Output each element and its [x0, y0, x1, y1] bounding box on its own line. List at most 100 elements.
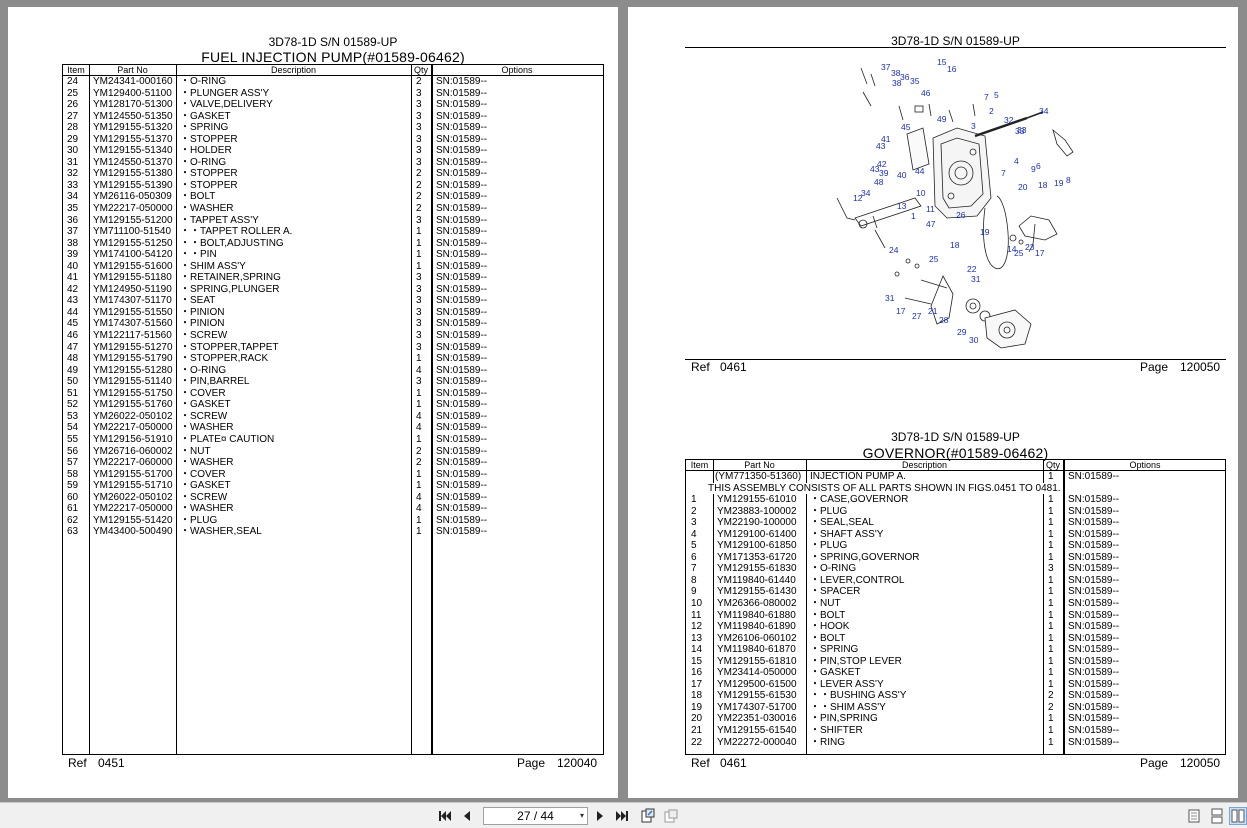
cell-part-no: YM119840-61440 [717, 574, 796, 586]
cell-description: ・LEVER,CONTROL [810, 574, 905, 586]
cell-qty: 2 [416, 76, 422, 87]
cell-description: ・WASHER,SEAL [180, 526, 262, 538]
cell-options: SN:01589-- [436, 387, 488, 399]
cell-qty: 4 [416, 503, 422, 515]
cell-options: SN:01589-- [436, 341, 488, 353]
page-label: Page [517, 756, 546, 770]
cell-options: SN:01589-- [1068, 621, 1120, 633]
cell-item: 10 [691, 598, 703, 610]
dropdown-caret-icon[interactable]: ▾ [579, 811, 584, 820]
callout-number: 46 [921, 88, 931, 98]
fit-width-icon[interactable] [662, 807, 680, 825]
cell-item: 60 [67, 491, 79, 503]
cell-description: ・PLUG [180, 514, 218, 526]
cell-part-no: YM43400-500490 [93, 526, 173, 538]
cell-part-no: YM129155-51710 [93, 480, 173, 492]
cell-item: 27 [67, 110, 79, 122]
page-indicator: 27 / 44 [517, 809, 554, 823]
cell-qty: 1 [416, 433, 422, 445]
cell-options: SN:01589-- [436, 468, 488, 480]
cell-options: SN:01589-- [1068, 667, 1120, 679]
cell-item: 44 [67, 306, 79, 318]
cell-qty: 3 [416, 156, 422, 168]
cell-qty: 1 [416, 237, 422, 249]
cell-item: 8 [691, 574, 697, 586]
cell-options: SN:01589-- [1068, 701, 1120, 713]
cell-part-no: YM22217-050000 [93, 503, 173, 515]
cell-part-no: YM174307-51170 [93, 295, 172, 307]
cell-description: ・SCREW [180, 491, 228, 503]
cell-qty: 4 [416, 410, 422, 422]
cell-description: ・CASE,GOVERNOR [810, 494, 909, 506]
cell-qty: 3 [416, 133, 422, 145]
cell-description: ・SEAL,SEAL [810, 517, 874, 529]
cell-description: ・・BUSHING ASS'Y [810, 690, 907, 702]
cell-qty: 1 [1048, 494, 1054, 506]
cell-item: 13 [691, 632, 703, 644]
next-page-icon[interactable] [591, 807, 609, 825]
page-label-bottom: Page [1140, 756, 1169, 770]
cell-description: ・VALVE,DELIVERY [180, 99, 273, 111]
cell-part-no: YM129100-61400 [717, 528, 797, 540]
callout-number: 12 [853, 193, 863, 203]
cell-description: ・O-RING [810, 563, 857, 575]
two-page-view-icon[interactable] [1229, 807, 1247, 825]
cell-description: ・GASKET [180, 110, 231, 122]
cell-options: SN:01589-- [436, 237, 488, 249]
cell-item: 46 [67, 330, 79, 342]
cell-options: SN:01589-- [436, 76, 488, 87]
callout-number: 37 [881, 62, 891, 72]
cell-item: 63 [67, 526, 79, 538]
first-page-icon[interactable] [436, 807, 454, 825]
cell-item: 61 [67, 503, 79, 515]
callout-number: 16 [947, 64, 957, 74]
cell-description: ・COVER [180, 387, 226, 399]
cell-item: 43 [67, 295, 79, 307]
cell-options: SN:01589-- [436, 295, 488, 307]
governor-parts-drawing [836, 67, 1074, 349]
cell-description: ・HOOK [810, 621, 850, 633]
header-options: Options [1129, 460, 1161, 470]
cell-item: 34 [67, 191, 79, 203]
cell-qty: 3 [416, 87, 422, 99]
cell-part-no: YM122117-51560 [93, 330, 172, 342]
last-page-icon[interactable] [613, 807, 631, 825]
continuous-view-icon[interactable] [1208, 807, 1226, 825]
callout-number: 28 [939, 315, 949, 325]
cell-options: SN:01589-- [436, 526, 488, 538]
callout-number: 5 [994, 90, 999, 100]
callout-number: 41 [881, 134, 891, 144]
single-page-view-icon[interactable] [1185, 807, 1203, 825]
cell-qty: 2 [1048, 690, 1054, 702]
cell-item: 31 [67, 156, 79, 168]
cell-item: 4 [691, 528, 697, 540]
prev-page-icon[interactable] [458, 807, 476, 825]
callout-number: 4 [1014, 156, 1019, 166]
cell-description: ・STOPPER,RACK [180, 353, 269, 365]
callout-number: 39 [879, 168, 889, 178]
page-number-input[interactable]: 27 / 44 ▾ [483, 807, 588, 825]
cell-item: 55 [67, 433, 79, 445]
left-document-page: 3D78-1D S/N 01589-UP FUEL INJECTION PUMP… [8, 7, 618, 798]
cell-qty: 3 [416, 341, 422, 353]
callout-number: 23 [1025, 242, 1035, 252]
cell-item: 52 [67, 399, 79, 411]
callout-number: 22 [967, 264, 977, 274]
cell-options: SN:01589-- [436, 410, 488, 422]
cell-description: ・BOLT [180, 191, 216, 203]
cell-item: 37 [67, 226, 79, 238]
cell-item: 38 [67, 237, 79, 249]
cell-qty: 1 [416, 387, 422, 399]
fit-page-icon[interactable] [639, 807, 657, 825]
